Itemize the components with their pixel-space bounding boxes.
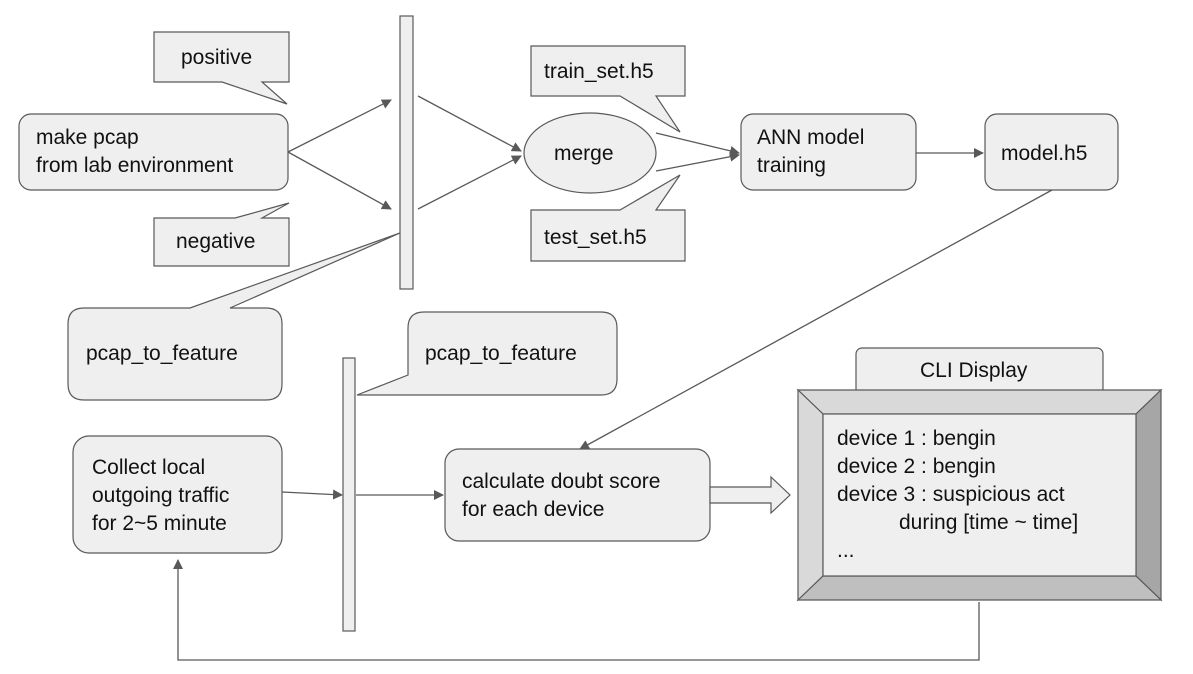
ann-training-box	[740, 113, 917, 191]
merge-label: merge	[554, 142, 614, 165]
ann-training-label: ANN model training	[757, 124, 864, 180]
merge-ellipse	[523, 112, 657, 194]
train-set-label: train_set.h5	[544, 60, 654, 83]
arrow-split-to-merge-top	[417, 95, 522, 152]
make-pcap-box	[18, 113, 289, 191]
collect-traffic-line-2: outgoing traffic	[92, 484, 230, 507]
make-pcap-line-1: make pcap	[36, 126, 139, 149]
make-pcap-line-2: from lab environment	[36, 154, 234, 177]
arrow-make-to-split-neg	[287, 151, 392, 210]
test-set-label: test_set.h5	[544, 226, 647, 249]
arrow-merge-to-ann-2	[655, 151, 740, 172]
cli-title-label: CLI Display	[920, 359, 1028, 382]
arrow-make-to-split	[287, 99, 392, 153]
collect-traffic-box	[72, 435, 283, 554]
negative-label: negative	[176, 230, 256, 253]
pcap-to-feature-top-label: pcap_to_feature	[86, 342, 238, 365]
collect-traffic-label: Collect local outgoing traffic for 2~5 m…	[92, 454, 229, 538]
split-bar-bottom	[342, 357, 356, 632]
cli-display-frame	[796, 388, 1163, 602]
arrow-merge-to-ann-1	[655, 132, 740, 156]
calculate-score-line-2: for each device	[462, 498, 605, 521]
cli-line: device 2 : bengin	[837, 455, 996, 478]
calculate-score-line-1: calculate doubt score	[462, 470, 661, 493]
calculate-score-label: calculate doubt score for each device	[462, 468, 660, 524]
positive-callout	[153, 31, 290, 105]
train-set-callout	[530, 45, 686, 133]
ann-training-line-1: ANN model	[757, 126, 865, 149]
arrow-feedback-loop	[173, 559, 980, 661]
cli-line: during [time ~ time]	[899, 511, 1079, 534]
pcap-to-feature-top-callout	[67, 232, 401, 401]
model-h5-box	[984, 113, 1119, 191]
pcap-to-feature-bottom-label: pcap_to_feature	[425, 342, 577, 365]
negative-callout	[153, 202, 290, 267]
positive-label: positive	[181, 46, 253, 69]
arrow-split-to-merge-bottom	[417, 155, 522, 210]
test-set-callout	[530, 174, 686, 262]
cli-line: ...	[837, 539, 855, 562]
arrow-model-to-calculate	[579, 189, 1053, 450]
model-h5-label: model.h5	[1001, 142, 1088, 165]
collect-traffic-line-3: for 2~5 minute	[92, 512, 227, 535]
ann-training-line-2: training	[757, 154, 826, 177]
pcap-to-feature-bottom-callout	[356, 311, 618, 396]
arrow-collect-to-bar	[281, 489, 343, 500]
cli-line: device 1 : bengin	[837, 427, 996, 450]
split-bar-top	[399, 15, 414, 290]
collect-traffic-line-1: Collect local	[92, 456, 206, 479]
cli-line: device 3 : suspicious act	[837, 483, 1065, 506]
make-pcap-label: make pcap from lab environment	[36, 124, 233, 180]
hollow-arrow-to-cli	[709, 475, 791, 515]
cli-output: device 1 : bengin device 2 : bengin devi…	[837, 425, 1078, 565]
